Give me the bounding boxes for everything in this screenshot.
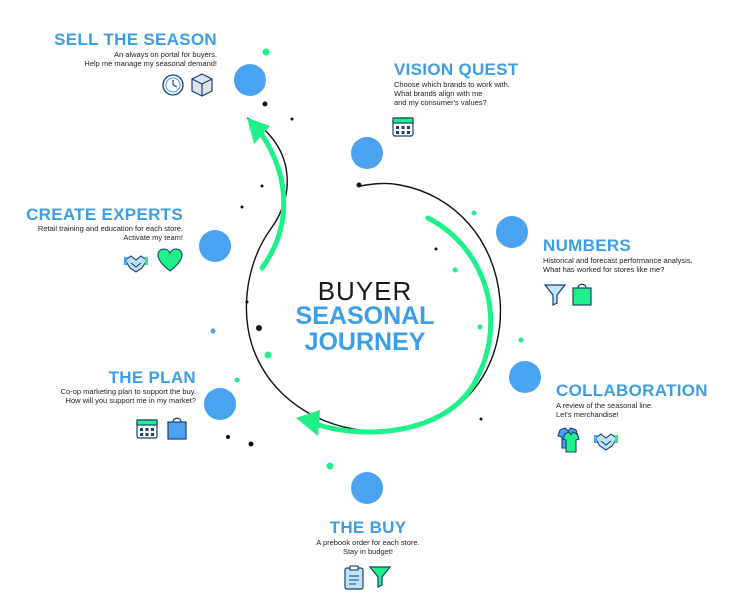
node-vision bbox=[351, 137, 383, 169]
node-numbers bbox=[496, 216, 528, 248]
stage-title-experts: CREATE EXPERTS bbox=[26, 205, 183, 224]
handshake-icon bbox=[124, 255, 148, 273]
stage-desc-numbers-2: What has worked for stores like me? bbox=[543, 265, 665, 274]
stage-title-plan: THE PLAN bbox=[108, 368, 196, 387]
stage-desc-plan-1: Co-op marketing plan to support the buy. bbox=[60, 387, 196, 396]
stage-desc-vision-3: and my consumer's values? bbox=[394, 98, 487, 107]
shopping-bag-icon bbox=[572, 283, 592, 306]
stage-title-collab: COLLABORATION bbox=[556, 381, 708, 400]
calendar-icon bbox=[392, 117, 414, 137]
node-buy bbox=[351, 472, 383, 504]
stage-desc-vision-1: Choose which brands to work with. bbox=[394, 80, 510, 89]
stage-title-numbers: NUMBERS bbox=[543, 236, 632, 255]
stage-desc-sell-1: An always on portal for buyers. bbox=[114, 50, 217, 59]
funnel-icon bbox=[543, 284, 567, 306]
center-title-line2: SEASONAL bbox=[295, 302, 435, 330]
tshirt-icon bbox=[557, 427, 580, 453]
stage-desc-vision-2: What brands align with me bbox=[394, 89, 483, 98]
green-arrow-upper bbox=[259, 132, 287, 271]
green-arrowhead-lower bbox=[296, 410, 320, 436]
node-plan bbox=[204, 388, 236, 420]
heart-icon bbox=[157, 248, 183, 272]
stage-desc-buy-2: Stay in budget! bbox=[342, 547, 394, 556]
stage-desc-numbers-1: Historical and forecast performance anal… bbox=[543, 256, 693, 265]
handshake-icon bbox=[594, 433, 618, 451]
stage-desc-experts-1: Retail training and education for each s… bbox=[37, 224, 183, 233]
center-title-line1: BUYER bbox=[317, 276, 413, 306]
stage-title-buy: THE BUY bbox=[329, 518, 407, 537]
stage-title-vision: VISION QUEST bbox=[394, 60, 519, 79]
shopping-bag-icon bbox=[167, 417, 187, 440]
center-title-line3: JOURNEY bbox=[304, 328, 426, 356]
stage-desc-collab-2: Let's merchandise! bbox=[556, 410, 619, 419]
green-arrow-lower bbox=[315, 215, 494, 435]
stage-desc-sell-2: Help me manage my seasonal demand! bbox=[84, 59, 217, 68]
calendar-icon bbox=[136, 419, 158, 439]
node-collab bbox=[509, 361, 541, 393]
green-arrowhead-upper bbox=[247, 118, 270, 144]
stage-desc-buy-1: A prebook order for each store. bbox=[316, 538, 420, 547]
box-icon bbox=[191, 73, 213, 97]
stage-desc-experts-2: Activate my team! bbox=[123, 233, 183, 242]
clipboard-icon bbox=[344, 565, 364, 590]
stage-title-sell: SELL THE SEASON bbox=[54, 30, 217, 49]
stage-desc-collab-1: A review of the seasonal line. bbox=[556, 401, 654, 410]
funnel-icon bbox=[368, 566, 392, 588]
clock-icon bbox=[162, 74, 184, 96]
decorative-dots bbox=[210, 48, 524, 470]
stage-desc-plan-2: How will you support me in my market? bbox=[65, 396, 196, 405]
node-experts bbox=[199, 230, 231, 262]
node-sell bbox=[234, 64, 266, 96]
